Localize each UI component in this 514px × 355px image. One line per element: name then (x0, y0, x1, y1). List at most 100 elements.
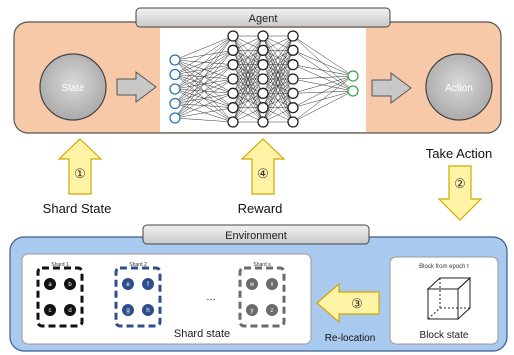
nn-connection (232, 35, 264, 65)
nn-connection (174, 35, 234, 104)
nn-connection (232, 64, 264, 123)
shard-node (64, 278, 76, 290)
nn-node (257, 102, 269, 114)
shard-node (246, 304, 258, 316)
shard-title: Shard s (253, 262, 271, 268)
take-action-step-number: ② (454, 176, 466, 191)
network-to-action-arrow (371, 72, 412, 104)
shard-state-caption: Shard state (174, 328, 230, 340)
nn-connection (262, 35, 294, 65)
block-subtitle: Block from epoch t (419, 264, 469, 270)
shard-node (44, 304, 56, 316)
nn-node (287, 59, 299, 71)
nn-connection (174, 64, 234, 119)
nn-connection (174, 50, 234, 119)
shard-node-label: x (271, 282, 274, 288)
nn-connection (174, 93, 234, 119)
shard-node-label: a (48, 282, 52, 288)
nn-node (347, 85, 359, 97)
nn-node (287, 30, 299, 42)
shard-node-label: f (147, 282, 149, 288)
nn-node (257, 73, 269, 85)
nn-connection (292, 90, 354, 94)
nn-node (257, 30, 269, 42)
nn-node (287, 87, 299, 99)
reward-label: Reward (238, 201, 283, 216)
shard-ellipsis: ... (206, 291, 215, 303)
nn-connection (292, 78, 354, 92)
take-action-arrow (437, 165, 483, 221)
nn-connection (292, 90, 354, 123)
shard-node (122, 278, 134, 290)
agent-title: Agent (249, 13, 278, 25)
nn-connection (292, 75, 354, 80)
relocation-step-number: ③ (351, 296, 363, 311)
nn-connection (262, 35, 294, 80)
shard-node-label: w (249, 282, 255, 288)
nn-connection (292, 50, 354, 92)
environment-title: Environment (225, 230, 287, 242)
shard-node-label: c (49, 308, 52, 314)
relocation-label: Re-location (325, 333, 376, 344)
nn-connection (174, 107, 234, 119)
shard-state-step-number: ① (74, 166, 86, 181)
nn-node (257, 87, 269, 99)
nn-node (227, 73, 239, 85)
nn-connection (262, 35, 294, 94)
nn-connection (292, 50, 354, 77)
shard-node-label: y (251, 308, 254, 314)
state-label: State (61, 83, 85, 94)
nn-node (257, 116, 269, 128)
nn-connection (232, 78, 264, 123)
shard-node (266, 304, 278, 316)
shard-node (142, 304, 154, 316)
reward-step-number: ④ (257, 166, 269, 181)
nn-node (257, 59, 269, 71)
nn-node (169, 83, 181, 95)
shard-node-label: d (68, 308, 71, 314)
shard-node-label: h (146, 308, 149, 314)
nn-connection (262, 64, 294, 123)
nn-connection (232, 93, 264, 123)
nn-node (257, 44, 269, 56)
nn-node (227, 102, 239, 114)
action-circle (425, 53, 493, 121)
nn-node (227, 44, 239, 56)
shard-title: Shard 2 (129, 262, 147, 268)
nn-connection (232, 35, 264, 94)
nn-connection (292, 35, 354, 92)
shard-state-label: Shard State (43, 201, 112, 216)
block-state-caption: Block state (420, 330, 469, 341)
nn-connection (174, 35, 234, 119)
nn-connection (292, 75, 354, 94)
shard-node-label: z (271, 308, 274, 314)
nn-connection (174, 35, 234, 90)
environment-title-bar (142, 224, 370, 245)
nn-node (347, 70, 359, 82)
nn-connection (262, 78, 294, 123)
shard-node (122, 304, 134, 316)
shard-box (114, 266, 162, 328)
reward-arrow (240, 138, 286, 195)
nn-connection (292, 64, 354, 92)
agent-title-bar (135, 7, 391, 28)
shard-box (36, 266, 84, 328)
shard-node (64, 304, 76, 316)
nn-connection (174, 35, 234, 75)
nn-node (227, 30, 239, 42)
nn-node (287, 44, 299, 56)
nn-connection (292, 35, 354, 77)
shard-title: Shard 1 (51, 262, 69, 268)
nn-node (169, 54, 181, 66)
shard-node (142, 278, 154, 290)
nn-node (227, 116, 239, 128)
action-label: Action (445, 83, 473, 94)
shard-node (266, 278, 278, 290)
nn-connection (292, 75, 354, 108)
block-state-box (389, 256, 499, 345)
nn-connection (292, 64, 354, 77)
nn-connection (232, 35, 264, 80)
nn-node (227, 59, 239, 71)
